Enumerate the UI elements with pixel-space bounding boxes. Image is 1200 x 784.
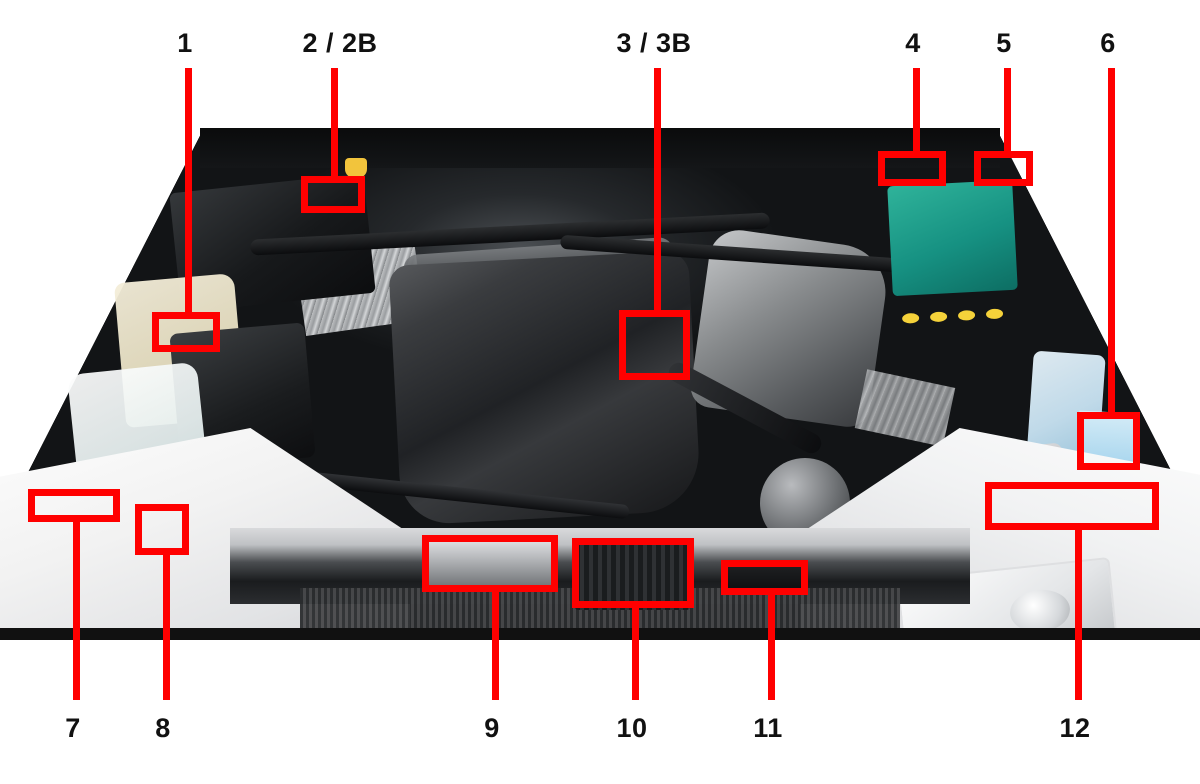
callout-box-8 <box>135 504 189 555</box>
callout-leader-11 <box>768 594 775 700</box>
callout-leader-9 <box>492 591 499 700</box>
callout-label-6: 6 <box>1100 28 1116 58</box>
callout-box-3 <box>619 310 690 380</box>
dipstick-handle <box>345 158 367 178</box>
callout-box-12 <box>985 482 1159 530</box>
callout-label-1: 1 <box>177 28 193 58</box>
callout-box-9 <box>422 535 558 592</box>
callout-label-9: 9 <box>484 713 500 743</box>
callout-label-5: 5 <box>996 28 1012 58</box>
callout-label-4: 4 <box>905 28 921 58</box>
callout-label-10: 10 <box>616 713 648 743</box>
fuse-box-left <box>425 536 555 588</box>
callout-leader-6 <box>1108 68 1115 412</box>
callout-leader-3 <box>654 68 661 310</box>
callout-box-1 <box>152 312 220 352</box>
teal-reservoir <box>887 179 1018 324</box>
callout-box-6 <box>1077 412 1140 470</box>
callout-leader-2 <box>331 68 338 176</box>
callout-label-7: 7 <box>65 713 81 743</box>
callout-box-5 <box>974 151 1033 186</box>
callout-box-7 <box>28 489 120 522</box>
callout-label-2: 2 / 2B <box>302 28 378 58</box>
lower-valance <box>0 628 1200 640</box>
callout-leader-10 <box>632 607 639 700</box>
callout-leader-1 <box>185 68 192 312</box>
callout-box-11 <box>721 560 808 595</box>
callout-box-10 <box>572 538 694 608</box>
fuse-box-center <box>575 538 690 610</box>
callout-box-4 <box>878 151 946 186</box>
callout-label-8: 8 <box>155 713 171 743</box>
callout-leader-7 <box>73 521 80 700</box>
callout-label-12: 12 <box>1059 713 1091 743</box>
callout-leader-5 <box>1004 68 1011 151</box>
callout-label-11: 11 <box>753 713 783 743</box>
engine-bay-photo <box>0 128 1200 640</box>
callout-leader-8 <box>163 554 170 700</box>
callout-label-3: 3 / 3B <box>616 28 692 58</box>
callout-leader-4 <box>913 68 920 151</box>
callout-leader-12 <box>1075 529 1082 700</box>
callout-box-2 <box>301 176 365 213</box>
